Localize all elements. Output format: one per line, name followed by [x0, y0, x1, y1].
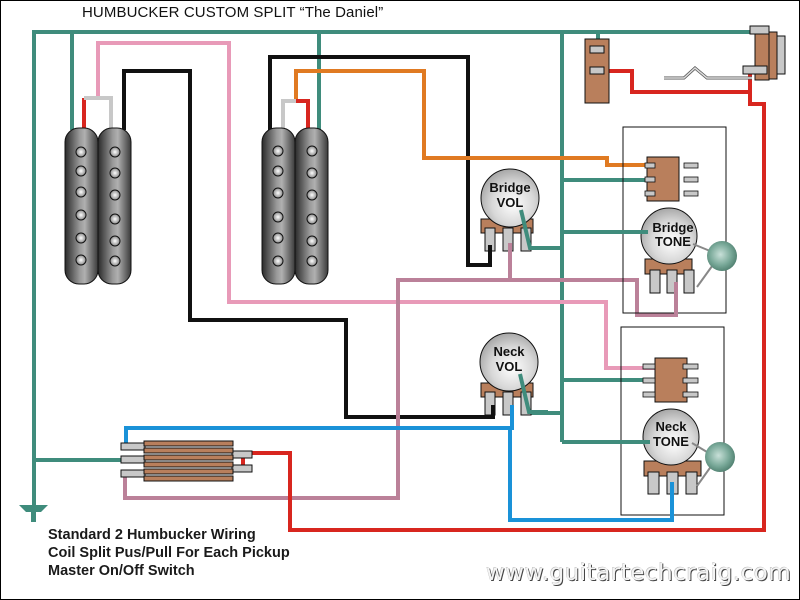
bridge-pickup [261, 127, 329, 285]
note-line-1: Standard 2 Humbucker Wiring [48, 527, 256, 543]
bridge-vol-label-1: Bridge [489, 180, 530, 195]
bridge-tone-label-1: Bridge [652, 220, 693, 235]
red-switch-jack [597, 69, 750, 94]
bridge-pickup-poles [272, 145, 284, 267]
bridge-volume-pot[interactable]: Bridge VOL [480, 168, 548, 252]
pink-wire [96, 41, 655, 370]
neck-tone-label-2: TONE [653, 434, 689, 449]
neck-pickup-poles-slot [75, 146, 87, 266]
bridge-push-pull-switch[interactable] [644, 156, 699, 202]
red-output-wire [241, 70, 766, 532]
neck-pickup-poles [109, 146, 121, 267]
neck-tone-label-1: Neck [655, 419, 687, 434]
bridge-tone-capacitor [692, 241, 737, 288]
orange-wire [294, 69, 655, 167]
neck-push-pull-switch[interactable] [642, 357, 699, 403]
output-jack [664, 25, 786, 81]
neck-vol-label-2: VOL [496, 359, 523, 374]
bridge-tone-label-2: TONE [655, 234, 691, 249]
master-on-off-switch[interactable] [584, 38, 610, 104]
pickup-selector-switch[interactable] [120, 440, 253, 482]
bridge-pickup-poles-slot [306, 145, 318, 267]
neck-volume-pot[interactable]: Neck VOL [479, 332, 548, 416]
ground-symbol-icon [19, 498, 48, 522]
note-line-3: Master On/Off Switch [48, 563, 195, 579]
neck-white-jumper [84, 96, 113, 130]
neck-tone-pot[interactable]: Neck TONE [642, 408, 702, 495]
neck-tone-capacitor [691, 442, 735, 487]
neck-pickup [64, 127, 132, 285]
note-line-2: Coil Split Pus/Pull For Each Pickup [48, 545, 290, 561]
website-watermark: www.guitartechcraig.com [486, 560, 792, 586]
wiring-notes: Standard 2 Humbucker Wiring Coil Split P… [48, 526, 290, 580]
bridge-white-jumper [281, 99, 296, 130]
bridge-vol-label-2: VOL [497, 195, 524, 210]
red-wires [82, 69, 766, 532]
bridge-tone-pot[interactable]: Bridge TONE [640, 207, 698, 294]
neck-vol-label-1: Neck [493, 344, 525, 359]
bridge-red-jumper [296, 99, 310, 130]
diagram-title: HUMBUCKER CUSTOM SPLIT “The Daniel” [82, 4, 384, 21]
neck-black-wire [122, 69, 495, 419]
